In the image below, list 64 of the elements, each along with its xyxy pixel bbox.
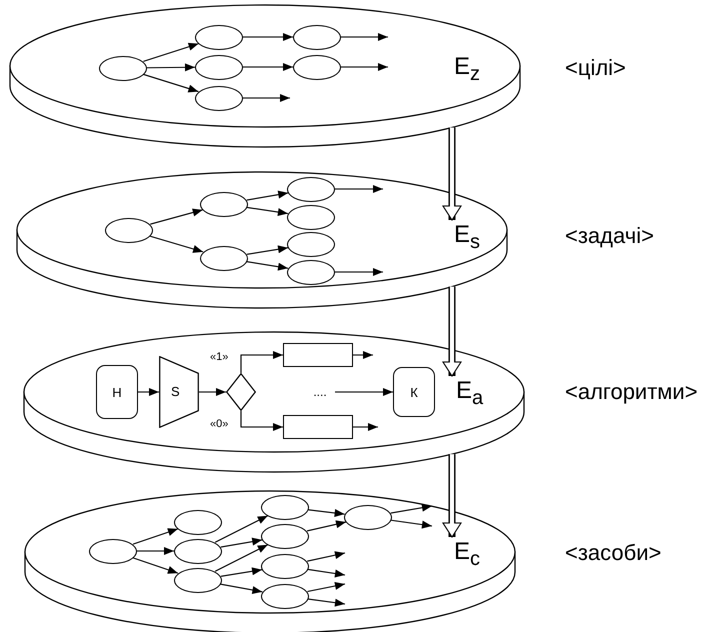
- arrow: [308, 598, 346, 607]
- arrow: [308, 568, 346, 578]
- arrow: [341, 63, 388, 71]
- arrow: [243, 63, 293, 71]
- arrow: [143, 42, 199, 62]
- arrow: [308, 509, 345, 517]
- arrow: [132, 528, 178, 545]
- arrow: [150, 236, 204, 253]
- arrow: [132, 557, 178, 574]
- layer-caption: <задачі>: [565, 223, 654, 249]
- arrow: [390, 504, 432, 514]
- edge-label: «0»: [209, 418, 230, 430]
- arrow: [150, 208, 203, 225]
- arrow: [220, 538, 262, 548]
- process-rectangle: [283, 415, 353, 439]
- layer-symbol: E$_{a}$: [456, 379, 484, 408]
- arrow: [335, 185, 383, 193]
- arrow: [199, 388, 226, 396]
- arrow: [220, 584, 262, 594]
- hollow-arrow: [442, 286, 462, 377]
- arrow: [246, 245, 288, 255]
- disc-layer: [15, 170, 509, 310]
- disc-layer: [23, 489, 517, 632]
- arrow: [246, 206, 288, 216]
- hollow-arrow: [442, 454, 462, 538]
- arrow: [214, 515, 268, 543]
- arrow: [240, 351, 283, 373]
- layer-symbol: E$_{c}$: [454, 540, 480, 569]
- layer-symbol: E$_{z}$: [454, 55, 480, 84]
- arrow: [391, 520, 432, 529]
- arrow: [306, 520, 346, 532]
- layer-caption: <засоби>: [565, 540, 662, 566]
- terminal-block: К: [393, 367, 435, 417]
- arrow: [243, 94, 290, 102]
- block-label: S: [171, 384, 180, 399]
- arrow: [240, 411, 283, 431]
- arrow: [307, 551, 346, 562]
- arrow: [335, 268, 383, 276]
- arrow: [137, 547, 174, 555]
- arrow: [246, 190, 288, 201]
- ellipsis-text: ....: [305, 384, 335, 400]
- arrow: [353, 351, 373, 359]
- arrow: [143, 74, 199, 92]
- arrow: [146, 63, 196, 72]
- arrow: [246, 261, 288, 271]
- decision-diamond: [226, 373, 256, 411]
- arrow: [214, 544, 268, 572]
- arrow: [335, 388, 393, 396]
- layer-symbol: E$_{s}$: [454, 223, 480, 252]
- terminal-block: Н: [96, 365, 138, 419]
- disc-layer: [8, 3, 522, 149]
- arrow: [138, 388, 159, 396]
- layer-caption: <цілі>: [565, 55, 626, 81]
- layer-caption: <алгоритми>: [565, 379, 698, 405]
- arrow: [307, 582, 346, 592]
- input-trapezoid: [159, 356, 199, 428]
- arrow: [243, 33, 293, 41]
- disc-layer: [22, 330, 526, 474]
- edge-label: «1»: [209, 351, 230, 363]
- arrow: [220, 567, 262, 577]
- arrow: [353, 423, 378, 431]
- hollow-arrow: [442, 127, 462, 221]
- process-rectangle: [283, 343, 353, 367]
- arrow: [341, 33, 388, 41]
